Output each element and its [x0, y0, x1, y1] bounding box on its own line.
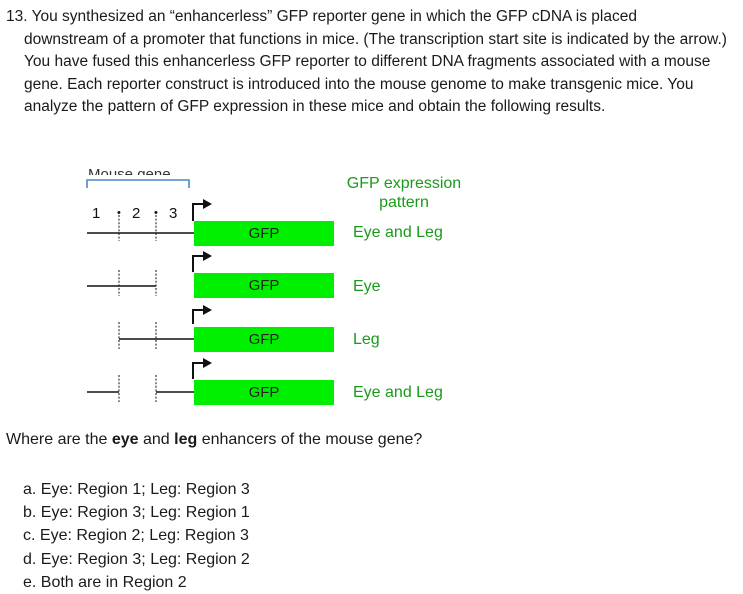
pattern-row-3: Leg	[353, 331, 380, 348]
construct-row-2	[87, 251, 212, 296]
tss-arrow-icon	[192, 255, 206, 272]
expression-header: GFP expression pattern	[341, 174, 467, 212]
tss-arrow-icon	[192, 362, 206, 379]
construct-row-4	[87, 358, 212, 402]
prompt-bold-leg: leg	[174, 431, 198, 448]
pattern-row-2: Eye	[353, 278, 381, 295]
header-line-1: GFP expression	[346, 175, 462, 192]
gfp-box-1: GFP	[194, 221, 334, 246]
region-label-3: 3	[169, 205, 178, 222]
cutoff-gene-label: Mouse gene	[88, 166, 171, 183]
gfp-box-4: GFP	[194, 380, 334, 405]
prompt-text: enhancers of the mouse gene?	[197, 431, 423, 448]
question-body: downstream of a promoter that functions …	[24, 30, 727, 116]
question-text: 13. You synthesized an “enhancerless” GF…	[6, 6, 738, 119]
tss-arrow-icon	[192, 203, 206, 221]
gfp-box-3: GFP	[194, 327, 334, 352]
pattern-row-1: Eye and Leg	[353, 224, 443, 241]
header-line-2: pattern	[379, 194, 429, 211]
prompt-text: Where are the	[6, 431, 112, 448]
choice-a[interactable]: a. Eye: Region 1; Leg: Region 3	[23, 481, 250, 498]
prompt-bold-eye: eye	[111, 431, 139, 448]
region-label-1: 1	[92, 205, 101, 222]
gfp-box-2: GFP	[194, 273, 334, 298]
region-sep-dot: •	[117, 207, 121, 219]
gene-bracket	[86, 179, 190, 188]
question-first-line: 13. You synthesized an “enhancerless” GF…	[6, 8, 637, 25]
prompt-text: and	[138, 431, 175, 448]
sub-question: Where are the eye and leg enhancers of t…	[6, 431, 422, 449]
choice-b[interactable]: b. Eye: Region 3; Leg: Region 1	[23, 504, 250, 522]
choice-c[interactable]: c. Eye: Region 2; Leg: Region 3	[23, 527, 249, 545]
region-label-2: 2	[132, 205, 141, 222]
choice-d[interactable]: d. Eye: Region 3; Leg: Region 2	[23, 550, 250, 568]
region-sep-dot: •	[154, 207, 158, 219]
pattern-row-4: Eye and Leg	[353, 384, 443, 401]
construct-row-3	[118, 305, 212, 349]
tss-arrow-icon	[192, 309, 206, 324]
construct-row-1	[87, 199, 212, 241]
choice-e[interactable]: e. Both are in Region 2	[23, 573, 187, 591]
answer-choices: a. Eye: Region 1; Leg: Region 3 b. Eye: …	[23, 478, 250, 594]
